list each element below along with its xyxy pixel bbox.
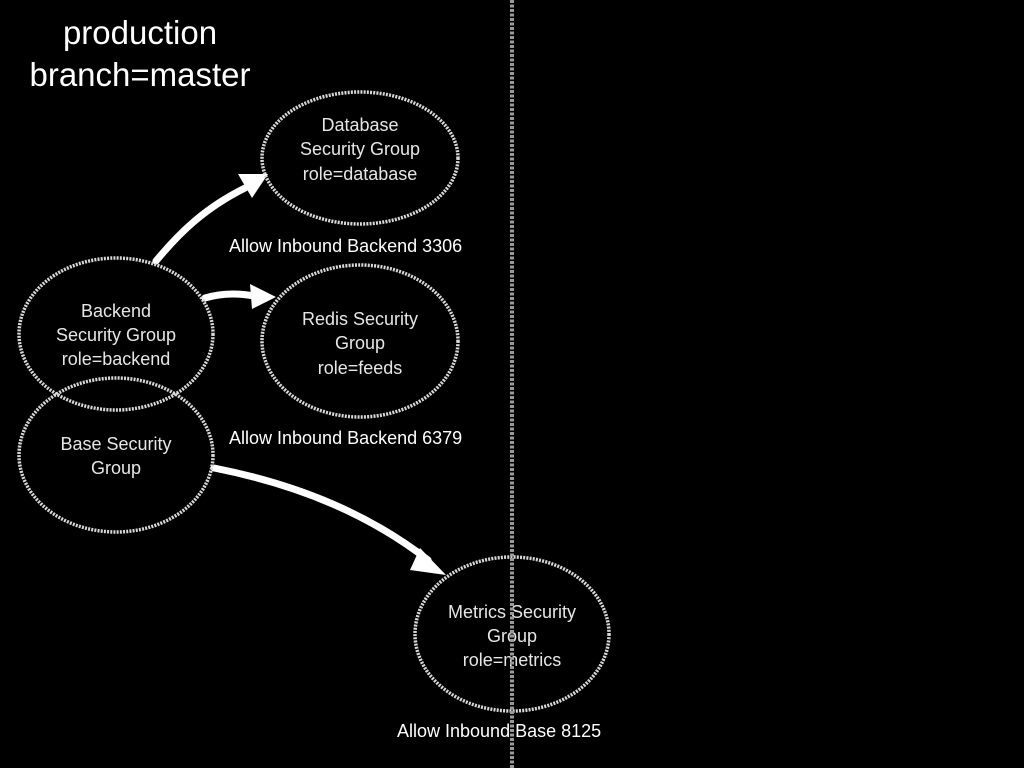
rule-label-metrics: Allow Inbound Base 8125 (397, 721, 601, 741)
redis-node-line-3: role=feeds (318, 358, 403, 378)
title-production: production (63, 14, 217, 51)
database-node-line-2: Security Group (300, 139, 420, 159)
arrow-head-database (238, 174, 268, 198)
database-security-group-ellipse (260, 90, 460, 226)
rule-label-redis: Allow Inbound Backend 6379 (229, 428, 462, 448)
metrics-security-group-ellipse (413, 555, 611, 713)
backend-node-line-1: Backend (81, 301, 151, 321)
backend-security-group-ellipse (17, 256, 215, 412)
base-node-line-2: Group (91, 458, 141, 478)
arrow-head-metrics (410, 548, 446, 575)
database-node-line-1: Database (321, 115, 398, 135)
arrow-head-redis (250, 284, 276, 309)
base-node-line-1: Base Security (60, 434, 171, 454)
title-branch: branch=master (29, 56, 250, 93)
arrow-base-to-metrics (210, 464, 432, 564)
arrow-backend-to-database (152, 184, 249, 265)
arrow-backend-to-redis (201, 290, 258, 302)
redis-node-line-1: Redis Security (302, 309, 418, 329)
backend-node-line-2: Security Group (56, 325, 176, 345)
rule-label-database: Allow Inbound Backend 3306 (229, 236, 462, 256)
redis-security-group-ellipse (260, 263, 460, 419)
backend-node-line-3: role=backend (62, 349, 171, 369)
base-security-group-ellipse (17, 376, 215, 534)
database-node-line-3: role=database (303, 164, 418, 184)
redis-node-line-2: Group (335, 333, 385, 353)
